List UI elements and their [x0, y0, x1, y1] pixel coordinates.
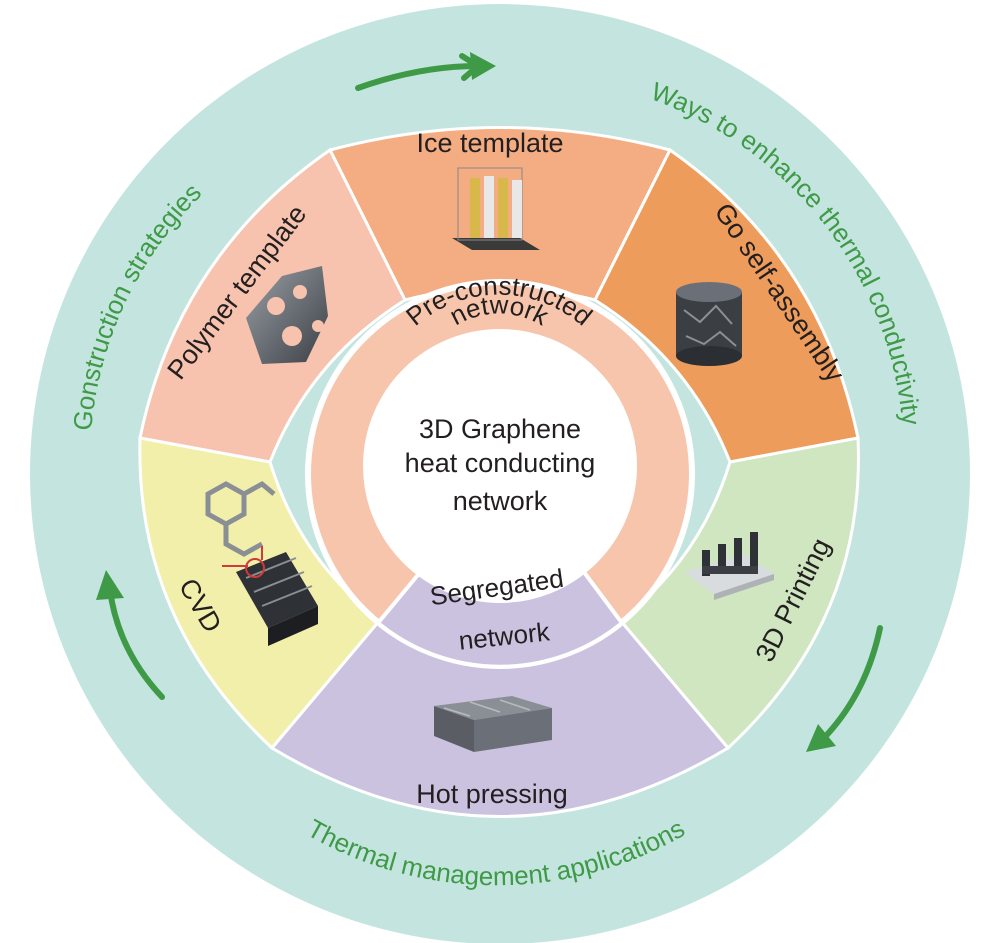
- ice-template-illustration-icon: [452, 167, 540, 250]
- arrow-right-icon: [819, 625, 883, 743]
- arrow-right-head-icon: [806, 724, 836, 752]
- cvd-illustration-icon: [205, 480, 318, 646]
- go-self-assembly-illustration-icon: [676, 282, 742, 366]
- center-circle: [372, 338, 628, 594]
- arrow-top-head-icon: [470, 52, 496, 80]
- label-ice-template: Ice template: [416, 128, 563, 158]
- center-line-2: heat conducting: [405, 448, 596, 478]
- polymer-template-illustration-icon: [246, 266, 328, 364]
- arrow-left-head-icon: [96, 570, 124, 600]
- center-circle-gap: [363, 329, 637, 603]
- label-hot-pressing: Hot pressing: [416, 779, 568, 809]
- hot-pressing-illustration-icon: [434, 696, 552, 752]
- arrow-left-icon: [107, 587, 165, 700]
- center-line-1: 3D Graphene: [419, 414, 581, 444]
- 3d-printing-illustration-icon: [684, 532, 774, 600]
- center-line-3: network: [453, 486, 548, 516]
